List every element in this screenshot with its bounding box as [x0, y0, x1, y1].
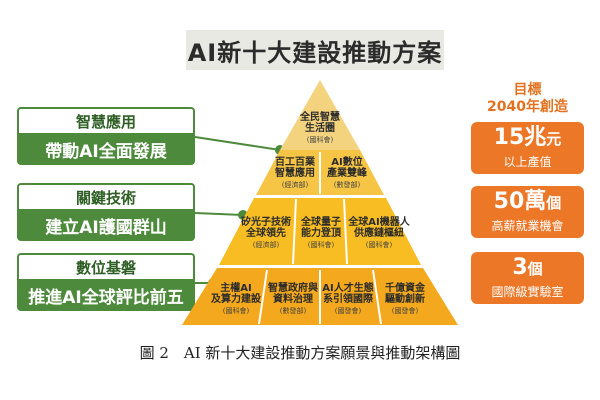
left-panel-body: 帶動AI全面發展 — [17, 133, 195, 165]
pyramid-cell-smart-government: 智慧政府與 資料治理 (數發部) — [266, 276, 320, 322]
pyramid-cell-digital-twin-peaks: AI數位 產業雙峰 (數發部) — [321, 153, 373, 193]
goal-number: 50萬 — [493, 188, 547, 214]
cell-agency: (經濟部) — [281, 180, 309, 189]
pyramid-divider — [292, 198, 297, 265]
pyramid-cell-capital: 千億資金 驅動創新 (國發會) — [376, 276, 434, 322]
goal-unit: 元 — [546, 129, 562, 148]
pyramid-cell-smart-life: 全民智慧 生活圈 (國科會) — [288, 108, 352, 148]
left-panel-heading: 數位基磐 — [17, 253, 195, 279]
pyramid-cell-quantum: 全球量子 能力登頂 (國科會) — [296, 210, 346, 256]
cell-title: AI數位 產業雙峰 — [327, 156, 367, 180]
goal-value: 15兆元 — [493, 124, 562, 150]
left-panel-key-technologies: 關鍵技術 建立AI護國群山 — [17, 183, 195, 241]
left-panel-smart-applications: 智慧應用 帶動AI全面發展 — [17, 107, 195, 165]
goal-box-jobs: 50萬個 高薪就業機會 — [471, 186, 584, 238]
cell-title: 全球AI機器人 供應鏈樞紐 — [348, 216, 410, 240]
cell-title: 矽光子技術 全球領先 — [241, 216, 291, 240]
goal-heading-line2: 2040年創造 — [487, 98, 568, 115]
pyramid-cell-sovereign-ai: 主權AI 及算力建設 (國科會) — [207, 276, 265, 322]
pyramid-divider — [372, 269, 382, 325]
left-panel-body: 推進AI全球評比前五 — [17, 279, 195, 311]
goal-value: 3個 — [512, 254, 543, 280]
cell-agency: (數發部) — [279, 306, 307, 315]
goal-heading: 目標 2040年創造 — [470, 82, 585, 116]
left-panel-heading: 智慧應用 — [17, 107, 195, 133]
diagram-title: AI新十大建設推動方案 — [186, 30, 444, 70]
pyramid-cell-ai-robotics: 全球AI機器人 供應鏈樞紐 (國科會) — [346, 210, 412, 256]
goal-label: 高薪就業機會 — [491, 218, 564, 233]
pyramid-tier-third — [219, 198, 421, 265]
pyramid-tier-top — [280, 80, 360, 150]
goal-label: 國際級實驗室 — [491, 284, 564, 299]
left-panel-heading: 關鍵技術 — [17, 183, 195, 209]
goal-unit: 個 — [546, 193, 562, 212]
pyramid-cell-silicon-photonics: 矽光子技術 全球領先 (經濟部) — [236, 210, 296, 256]
goal-box-labs: 3個 國際級實驗室 — [471, 252, 584, 304]
cell-title: AI人才生態 系引領國際 — [322, 282, 374, 306]
goal-value: 50萬個 — [493, 188, 562, 214]
goal-heading-line1: 目標 — [513, 82, 542, 98]
pyramid-divider — [343, 198, 348, 265]
goal-number: 3 — [512, 254, 528, 280]
goal-unit: 個 — [527, 259, 543, 278]
cell-title: 千億資金 驅動創新 — [385, 282, 425, 306]
left-panel-digital-foundation: 數位基磐 推進AI全球評比前五 — [17, 253, 195, 311]
connector-line-top — [194, 136, 281, 151]
cell-agency: (國科會) — [365, 240, 393, 249]
cell-title: 全球量子 能力登頂 — [301, 216, 341, 240]
cell-title: 主權AI 及算力建設 — [211, 282, 261, 306]
pyramid-cell-industry-apps: 百工百業 智慧應用 (經濟部) — [270, 153, 320, 193]
left-panel-body: 建立AI護國群山 — [17, 209, 195, 241]
cell-agency: (國發會) — [391, 306, 419, 315]
goal-box-output-value: 15兆元 以上產值 — [471, 122, 584, 174]
cell-agency: (經濟部) — [252, 240, 280, 249]
cell-agency: (數發部) — [333, 180, 361, 189]
cell-agency: (國科會) — [222, 306, 250, 315]
pyramid-divider — [258, 269, 268, 325]
connector-line-middle — [194, 212, 244, 216]
pyramid-cell-ai-talent: AI人才生態 系引領國際 (國發會) — [320, 276, 376, 322]
goal-number: 15兆 — [493, 124, 547, 150]
cell-title: 百工百業 智慧應用 — [275, 156, 315, 180]
cell-title: 智慧政府與 資料治理 — [268, 282, 318, 306]
cell-title: 全民智慧 生活圈 — [300, 111, 340, 135]
cell-agency: (國科會) — [306, 135, 334, 144]
goal-label: 以上產值 — [503, 154, 552, 169]
cell-agency: (國科會) — [307, 240, 335, 249]
figure-caption: 圖 2 AI 新十大建設推動方案願景與推動架構圖 — [139, 344, 461, 362]
cell-agency: (國發會) — [334, 306, 362, 315]
